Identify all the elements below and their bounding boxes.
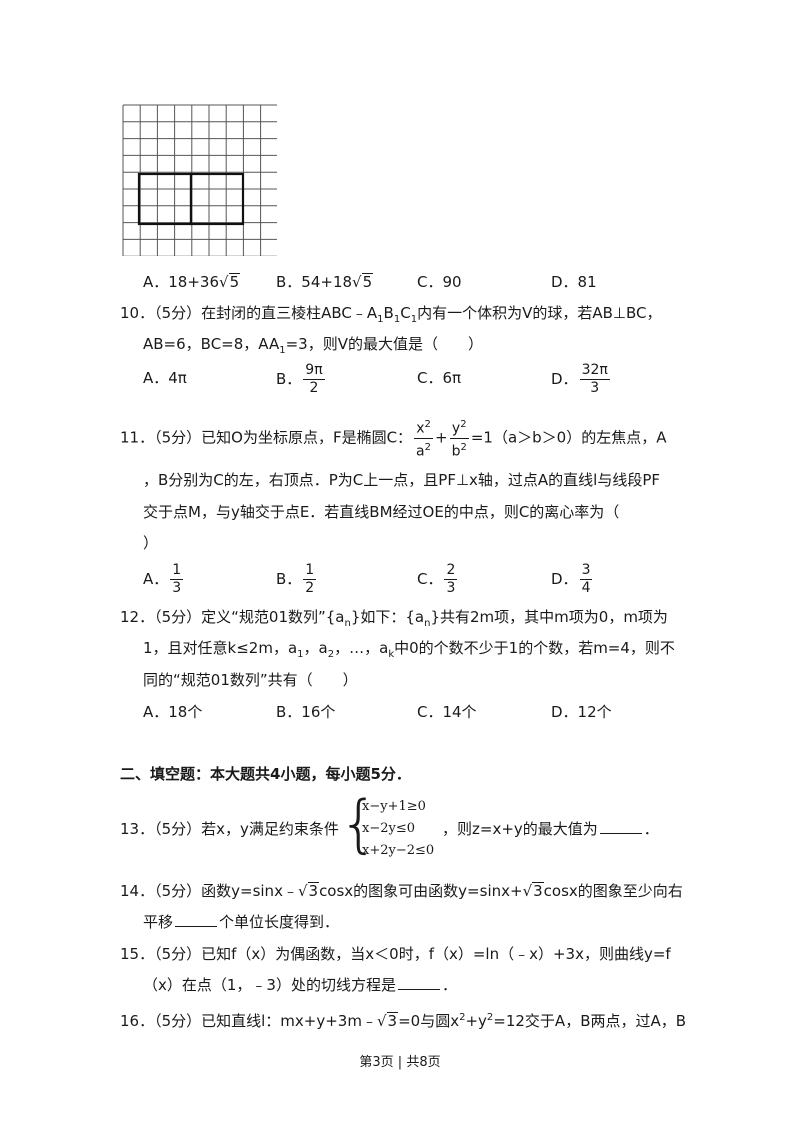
q12-option-b: B．16个 (276, 703, 336, 721)
q13-constraint-3: x+2y−2≤0 (362, 843, 435, 858)
q14-line-2: 平移个单位长度得到． (143, 912, 340, 931)
q13-constraint-2: x−2y≤0 (362, 821, 416, 836)
view-left-rectangle (137, 172, 193, 226)
q15-line-1: 15．（5分）已知f（x）为偶函数，当x＜0时，f（x）=ln（﹣x）+3x，则… (120, 945, 671, 963)
q10-line-1: 10．（5分）在封闭的直三棱柱ABC﹣A1B1C1内有一个体积为V的球，若AB⊥… (120, 304, 662, 325)
q16-line-1: 16．（5分）已知直线l：mx+y+3m﹣√3=0与圆x2+y2=12交于A，B… (120, 1012, 687, 1030)
q9-option-b: B．54+18√5 (276, 273, 374, 291)
q10-option-a: A．4π (143, 369, 187, 387)
q11-line-3: 交于点M，与y轴交于点E．若直线BM经过OE的中点，则C的离心率为（ (143, 503, 620, 521)
q13-line-tail: ，则z=x+y的最大值为． (442, 819, 659, 838)
q14-answer-blank (175, 912, 218, 927)
q12-option-d: D．12个 (551, 703, 612, 721)
q9-option-d: D．81 (551, 273, 597, 291)
q13-constraint-1: x−y+1≥0 (362, 799, 426, 814)
q12-option-a: A．18个 (143, 703, 203, 721)
q9-option-a: A．18+36√5 (143, 273, 241, 291)
q13-line: 13．（5分）若x，y满足约束条件 (120, 820, 339, 838)
q9-option-c: C．90 (417, 273, 462, 291)
q14-line-1: 14．（5分）函数y=sinx﹣√3cosx的图象可由函数y=sinx+√3co… (120, 882, 683, 900)
q11-line-2: ，B分别为C的左，右顶点．P为C上一点，且PF⊥x轴，过点A的直线l与线段PF (143, 471, 661, 489)
q10-option-c: C．6π (417, 369, 462, 387)
q10-line-2: AB=6，BC=8，AA1=3，则V的最大值是（ ） (143, 335, 483, 356)
q13-brace: { (339, 787, 379, 860)
q12-option-c: C．14个 (417, 703, 477, 721)
q12-line-2: 1，且对任意k≤2m，a1，a2，…，ak中0的个数不少于1的个数，若m=4，则… (143, 639, 675, 660)
q13-answer-blank (599, 819, 642, 834)
view-right-rectangle (189, 172, 245, 226)
page-footer: 第3页 | 共8页 (359, 1055, 441, 1070)
q13-constraint-system: x−y+1≥0 x−2y≤0 x+2y−2≤0 (362, 796, 434, 862)
q12-line-3: 同的“规范01数列”共有（ ） (143, 671, 358, 689)
three-view-grid-figure (122, 104, 277, 256)
q11-line-4: ） (143, 534, 159, 552)
q15-line-2: （x）在点（1，﹣3）处的切线方程是． (143, 975, 457, 994)
section-heading: 二、填空题：本大题共4小题，每小题5分． (120, 765, 411, 783)
q15-answer-blank (397, 975, 440, 990)
q12-line-1: 12．（5分）定义“规范01数列”{an}如下：{an}共有2m项，其中m项为0… (120, 608, 668, 629)
